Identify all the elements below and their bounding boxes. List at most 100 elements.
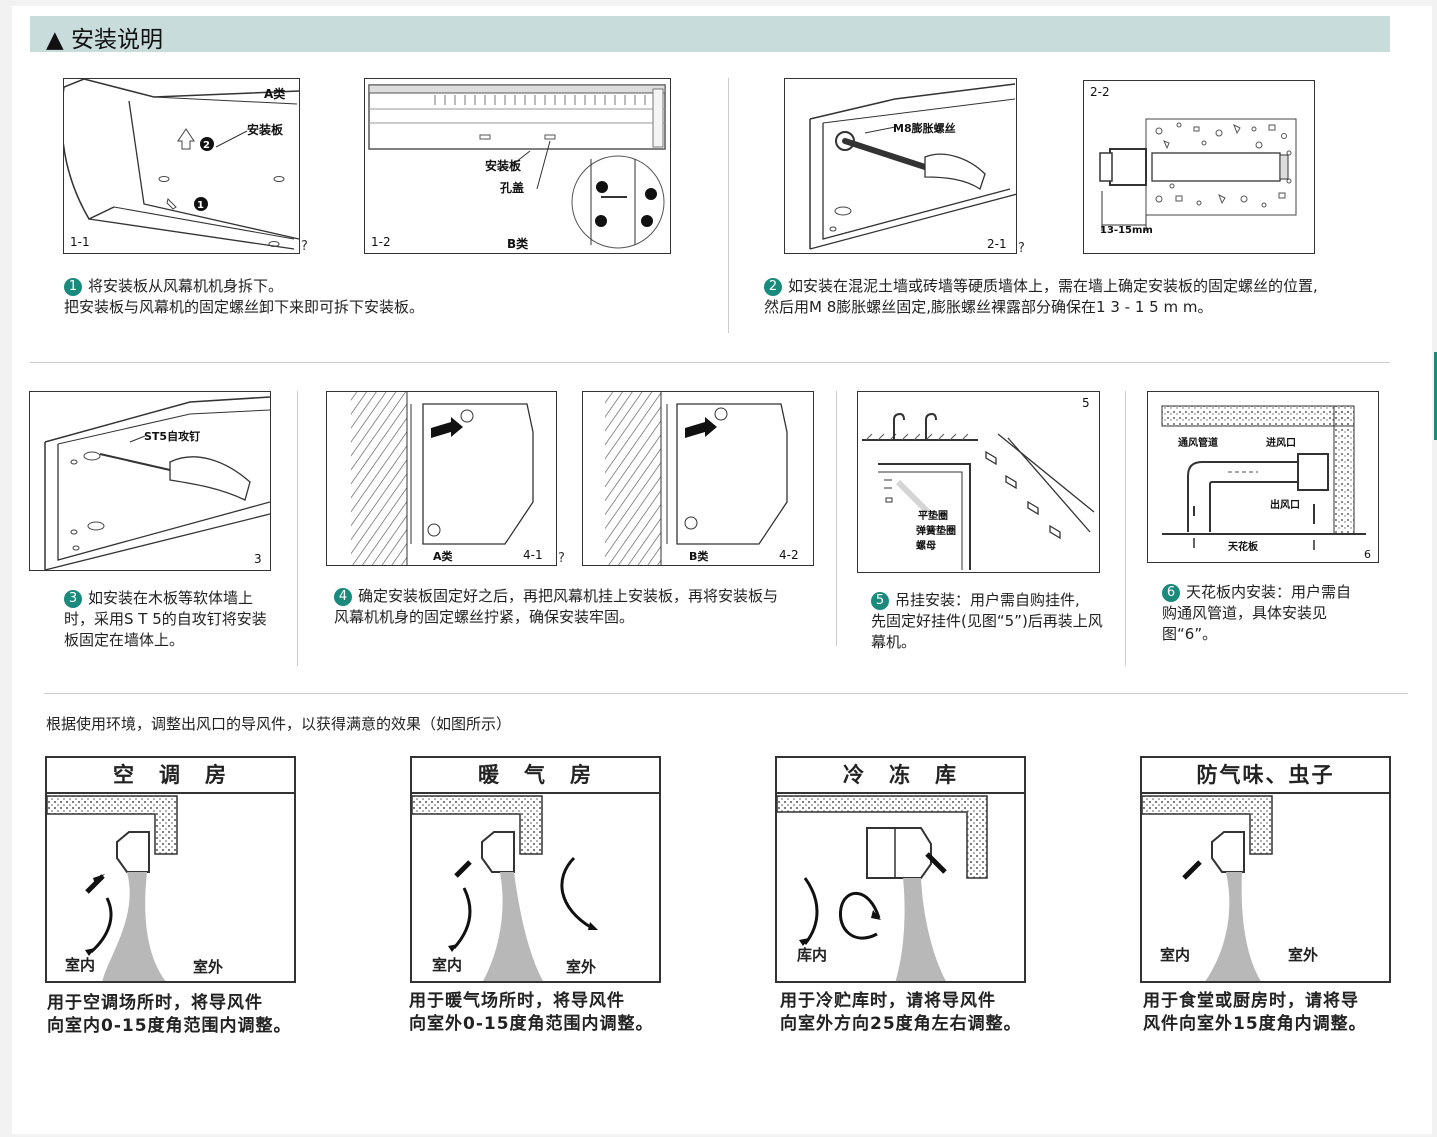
section-header: ▲ 安装说明 <box>30 16 1390 53</box>
step-number-badge: 3 <box>64 590 82 608</box>
figure-5: 5 平垫圈 弹簧垫圈 螺母 <box>857 391 1100 573</box>
figure-4-2-class-label: B类 <box>689 550 709 563</box>
vane-title: 冷 冻 库 <box>777 758 1024 794</box>
column-divider <box>836 391 837 646</box>
figure-6-duct-label: 通风管道 <box>1178 438 1218 449</box>
vane-outdoor-label: 室外 <box>1288 946 1319 964</box>
caption-line-2: 风件向室外15度角内调整。 <box>1143 1014 1367 1034</box>
figure-6: 通风管道 进风口 出风口 天花板 6 <box>1147 391 1379 563</box>
step-4-line-2: 风幕机机身的固定螺丝拧紧，确保安装牢固。 <box>334 608 635 626</box>
step-6-line-2: 购通风管道，具体安装见 <box>1162 604 1328 622</box>
vane-caption-odor-insect: 用于食堂或厨房时，请将导 风件向室外15度角内调整。 <box>1143 990 1403 1036</box>
figure-1-2-id: 1-2 <box>371 235 391 249</box>
adjust-intro: 根据使用环境，调整出风口的导风件，以获得满意的效果（如图所示） <box>46 715 512 733</box>
svg-text:2: 2 <box>203 140 210 151</box>
figure-3: ST5自攻钉 3 <box>29 391 271 571</box>
vane-indoor-label: 库内 <box>797 946 828 964</box>
row-divider <box>44 693 1408 694</box>
figure-2-2-dimension: 13-15mm <box>1100 225 1153 236</box>
caption-line-1: 用于空调场所时，将导风件 <box>47 993 263 1013</box>
step-3-line-2: 时，采用S T 5的自攻钉将安装 <box>64 610 267 628</box>
vane-indoor-label: 室内 <box>65 956 96 974</box>
figure-6-outlet-label: 出风口 <box>1270 500 1300 511</box>
vane-title: 空 调 房 <box>47 758 294 794</box>
figure-5-spring-label: 弹簧垫圈 <box>916 526 956 537</box>
step-1-line-1: 将安装板从风幕机机身拆下。 <box>88 277 284 295</box>
column-divider <box>297 391 298 666</box>
vane-outdoor-label: 室外 <box>193 958 224 976</box>
figure-2-2: 2-2 13-15mm <box>1083 80 1315 254</box>
figure-5-id: 5 <box>1082 396 1090 410</box>
step-5-line-3: 幕机。 <box>871 633 917 651</box>
figure-6-ceiling-label: 天花板 <box>1228 542 1258 553</box>
step-5-line-1: 吊挂安装：用户需自购挂件, <box>895 591 1080 609</box>
step-5-description: 5 吊挂安装：用户需自购挂件, 先固定好挂件(见图“5”)后再装上风 幕机。 <box>871 590 1123 653</box>
figure-2-1-id: 2-1 <box>987 237 1007 251</box>
figure-3-drawing <box>44 396 270 570</box>
caption-line-2: 向室内0-15度角范围内调整。 <box>47 1016 292 1036</box>
figure-6-id: 6 <box>1364 548 1371 561</box>
vane-indoor-label: 室内 <box>432 956 463 974</box>
figure-2-2-id: 2-2 <box>1090 85 1110 99</box>
caption-line-2: 向室外方向25度角左右调整。 <box>780 1014 1022 1034</box>
step-2-line-2: 然后用M 8膨胀螺丝固定,膨胀螺丝裸露部分确保在1 3 - 1 5 m m。 <box>764 298 1213 316</box>
figure-1-2-plate-label: 安装板 <box>485 159 522 173</box>
figure-4-2: B类 4-2 <box>582 391 814 566</box>
vane-heating-drawing <box>412 795 598 981</box>
row-divider <box>30 362 1390 363</box>
figure-2-2-drawing <box>1099 118 1297 231</box>
step-number-badge: 2 <box>764 278 782 296</box>
figure-5-washer-label: 平垫圈 <box>918 511 948 522</box>
figure-1-2-hole-label: 孔盖 <box>500 181 525 195</box>
figure-1-2: 安装板 孔盖 1-2 B类 <box>364 78 671 254</box>
section-title: ▲ 安装说明 <box>46 27 163 53</box>
vane-aircon-drawing <box>47 795 178 981</box>
figure-4-1-drawing <box>351 392 534 565</box>
vane-indoor-label: 室内 <box>1160 946 1191 964</box>
figure-2-1: M8膨胀螺丝 2-1 <box>784 78 1017 254</box>
step-number-badge: 4 <box>334 588 352 606</box>
figure-6-inlet-label: 进风口 <box>1266 438 1296 449</box>
caption-line-1: 用于冷贮库时，请将导风件 <box>780 991 996 1011</box>
vane-outdoor-label: 室外 <box>566 958 597 976</box>
step-3-line-1: 如安装在木板等软体墙上 <box>88 589 254 607</box>
vane-odor-insect-drawing <box>1142 795 1273 981</box>
figure-5-drawing <box>862 412 1095 570</box>
figure-1-1-plate-label: 安装板 <box>247 123 284 137</box>
step-6-line-1: 天花板内安装：用户需自 <box>1186 583 1352 601</box>
figure-1-2-class-label: B类 <box>507 237 529 251</box>
figure-6-drawing <box>1161 405 1366 550</box>
vane-diagram-heating: 暖 气 房 室内 室外 <box>410 756 661 983</box>
vane-title: 防气味、虫子 <box>1142 758 1389 794</box>
figure-3-id: 3 <box>254 552 262 566</box>
vane-diagram-cold-storage: 冷 冻 库 库内 <box>775 756 1026 983</box>
figure-1-1: 2 1 A类 安装板 1-1 <box>63 78 300 254</box>
column-divider <box>1125 391 1126 666</box>
missing-image-mark: ? <box>301 239 308 254</box>
step-number-badge: 6 <box>1162 584 1180 602</box>
figure-1-1-class-label: A类 <box>264 87 286 101</box>
figure-4-2-drawing <box>605 392 788 565</box>
column-divider <box>728 78 729 333</box>
vane-diagram-odor-insect: 防气味、虫子 室内 室外 <box>1140 756 1391 983</box>
missing-image-mark: ? <box>558 551 565 566</box>
figure-1-1-drawing: 2 1 <box>64 79 299 250</box>
figure-4-1-id: 4-1 <box>523 548 543 562</box>
figure-2-1-bolt-label: M8膨胀螺丝 <box>893 122 956 135</box>
step-1-line-2: 把安装板与风幕机的固定螺丝卸下来即可拆下安装板。 <box>64 298 425 316</box>
figure-4-1-class-label: A类 <box>433 550 453 563</box>
step-number-badge: 5 <box>871 592 889 610</box>
step-6-description: 6 天花板内安装：用户需自 购通风管道，具体安装见 图“6”。 <box>1162 582 1402 645</box>
vane-caption-cold-storage: 用于冷贮库时，请将导风件 向室外方向25度角左右调整。 <box>780 990 1060 1036</box>
caption-line-1: 用于暖气场所时，将导风件 <box>409 991 625 1011</box>
vane-caption-aircon: 用于空调场所时，将导风件 向室内0-15度角范围内调整。 <box>47 992 307 1038</box>
figure-1-1-id: 1-1 <box>70 235 90 249</box>
vane-cold-storage-drawing <box>777 795 988 981</box>
caption-line-2: 向室外0-15度角范围内调整。 <box>409 1014 654 1034</box>
figure-3-screw-label: ST5自攻钉 <box>144 430 201 443</box>
step-5-line-2: 先固定好挂件(见图“5”)后再装上风 <box>871 612 1103 630</box>
step-6-line-3: 图“6”。 <box>1162 625 1218 643</box>
